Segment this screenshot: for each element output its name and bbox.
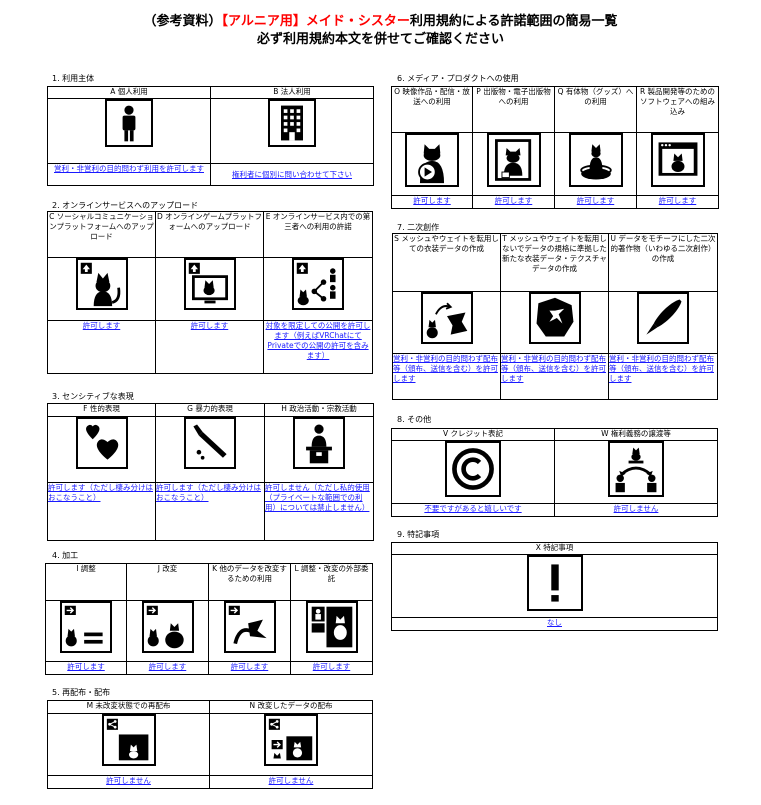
building-icon [268, 99, 316, 147]
cell-label-o: O 映像作品・配信・放送への利用 [391, 86, 473, 133]
cell-result-v: 不要ですがあると嬉しいです [391, 503, 555, 517]
cell-result-a: 営利・非営利の目的問わず利用を許可します [47, 163, 211, 186]
cell-result-l: 許可します [290, 661, 373, 675]
cell-label-j: J 改変 [126, 563, 209, 601]
section-title-sensitive: 3. センシティブな表現 [52, 392, 134, 401]
cell-result-r: 許可します [636, 195, 719, 209]
exclamation-icon [526, 555, 583, 611]
sensitive-table: F 性的表現 G 暴力的表現 H 政治活動・宗教活動 許可します（ただし棲み分け… [47, 403, 374, 541]
cell-label-d: D オンラインゲームプラットフォームへのアップロード [155, 211, 264, 258]
other-table: V クレジット表記 W 権利義務の譲渡等 不要ですがあると嬉しいです 許可しませ… [391, 428, 718, 517]
cell-label-e: E オンラインサービス内での第三者への利用の許諾 [263, 211, 373, 258]
cell-label-n: N 改変したデータの配布 [209, 700, 373, 714]
podium-icon [293, 417, 345, 469]
special-notes-table: X 特記事項 なし [391, 542, 718, 631]
media-table: O 映像作品・配信・放送への利用 P 出版物・電子出版物への利用 Q 有体物（グ… [391, 86, 719, 209]
online-upload-table: C ソーシャルコミュニケーションプラットフォームへのアップロード D オンライン… [47, 211, 373, 374]
cell-result-k: 許可します [208, 661, 291, 675]
cell-label-p: P 出版物・電子出版物への利用 [472, 86, 555, 133]
section-title-other: 8. その他 [397, 415, 432, 424]
section-title-special-notes: 9. 特記事項 [397, 530, 440, 539]
cell-label-w: W 権利義務の譲渡等 [554, 428, 718, 441]
cell-label-q: Q 有体物（グッズ）への利用 [554, 86, 637, 133]
cell-label-v: V クレジット表記 [391, 428, 555, 441]
section-title-online-upload: 2. オンラインサービスへのアップロード [52, 201, 199, 210]
share-people-icon [292, 258, 344, 310]
cell-result-q: 許可します [554, 195, 637, 209]
cell-label-l: L 調整・改変の外部委託 [290, 563, 373, 601]
publication-icon [486, 133, 541, 187]
cell-result-n: 許可しません [209, 775, 373, 789]
processing-table: I 調整 J 改変 K 他のデータを改変するための利用 L 調整・改変の外部委託… [45, 563, 373, 675]
video-icon [405, 133, 459, 187]
hearts-icon [75, 417, 128, 469]
redistribution-table: M 未改変状態での再配布 N 改変したデータの配布 許可しません 許可しません [47, 700, 373, 789]
goods-icon [568, 133, 623, 187]
cell-label-h: H 政治活動・宗教活動 [264, 403, 374, 417]
cell-label-u: U データをモチーフにした二次的著作物（いわゆる二次創作）の作成 [608, 233, 718, 292]
section-title-usage-subject: 1. 利用主体 [52, 74, 95, 83]
cell-result-i: 許可します [45, 661, 127, 675]
person-icon [105, 99, 153, 147]
cell-label-g: G 暴力的表現 [155, 403, 265, 417]
upload-cat-icon [75, 258, 128, 310]
derivative-table: S メッシュやウェイトを転用しての衣装データの作成 T メッシュやウェイトを転用… [392, 233, 718, 400]
cell-result-h: 許可しません（ただし私的使用（プライベートな範囲での利用）については禁止しません… [264, 482, 374, 541]
cell-label-i: I 調整 [45, 563, 127, 601]
cell-result-b: 権利者に個別に問い合わせて下さい [210, 163, 374, 186]
costume-icon [420, 292, 473, 344]
cell-result-m: 許可しません [47, 775, 210, 789]
cell-label-t: T メッシュやウェイトを転用しないでデータの規格に準拠した新たな衣装データ・テク… [500, 233, 609, 292]
transfer-icon [608, 441, 664, 497]
cell-label-s: S メッシュやウェイトを転用しての衣装データの作成 [392, 233, 501, 292]
outsource-icon [305, 601, 358, 653]
cell-result-g: 許可します（ただし棲み分けはおこなうこと） [155, 482, 265, 541]
cell-result-o: 許可します [391, 195, 473, 209]
cell-result-x: なし [391, 617, 718, 631]
cell-result-p: 許可します [472, 195, 555, 209]
adjust-icon [60, 601, 112, 653]
cell-result-w: 許可しません [554, 503, 718, 517]
cell-result-s: 営利・非営利の目的問わず配布等（頒布、送信を含む）を許可します [392, 353, 501, 400]
cell-result-u: 営利・非営利の目的問わず配布等（頒布、送信を含む）を許可します [608, 353, 718, 400]
usage-subject-table: A 個人利用 B 法人利用 営利・非営利の目的問わず利用を許可します 権利者に個… [47, 86, 374, 186]
cell-result-d: 許可します [155, 320, 264, 374]
pen-icon [637, 292, 689, 344]
cell-result-t: 営利・非営利の目的問わず配布等（頒布、送信を含む）を許可します [500, 353, 609, 400]
section-title-redistribution: 5. 再配布・配布 [52, 688, 111, 697]
texture-icon [528, 292, 581, 344]
cell-label-r: R 製品開発等のためのソフトウェアへの組み込み [636, 86, 719, 133]
cell-label-k: K 他のデータを改変するための利用 [208, 563, 291, 601]
copyright-icon [445, 441, 501, 497]
other-data-icon [223, 601, 276, 653]
section-title-processing: 4. 加工 [52, 551, 79, 560]
cell-result-e: 対象を限定しての公開を許可します（例えばVRChatにてPrivateでの公開の… [263, 320, 373, 374]
cell-result-c: 許可します [47, 320, 156, 374]
cell-label-b: B 法人利用 [210, 86, 374, 99]
cell-label-a: A 個人利用 [47, 86, 211, 99]
distribute-modified-icon [264, 714, 318, 766]
cell-label-c: C ソーシャルコミュニケーションプラットフォームへのアップロード [47, 211, 156, 258]
section-title-derivative: 7. 二次創作 [397, 223, 440, 232]
page-subtitle: 必ず利用規約本文を併せてご確認ください [256, 32, 504, 47]
cell-result-f: 許可します（ただし棲み分けはおこなうこと） [47, 482, 156, 541]
cell-result-j: 許可します [126, 661, 209, 675]
redistribute-icon [101, 714, 156, 766]
software-icon [650, 133, 705, 187]
page-title: （参考資料）【アルニア用】メイド・シスター利用規約による許諾範囲の簡易一覧 [143, 14, 618, 29]
monitor-cat-icon [183, 258, 236, 310]
cell-label-f: F 性的表現 [47, 403, 156, 417]
modify-icon [141, 601, 194, 653]
section-title-media: 6. メディア・プロダクトへの使用 [397, 74, 519, 83]
knife-icon [184, 417, 236, 469]
cell-label-x: X 特記事項 [391, 542, 718, 555]
cell-label-m: M 未改変状態での再配布 [47, 700, 210, 714]
